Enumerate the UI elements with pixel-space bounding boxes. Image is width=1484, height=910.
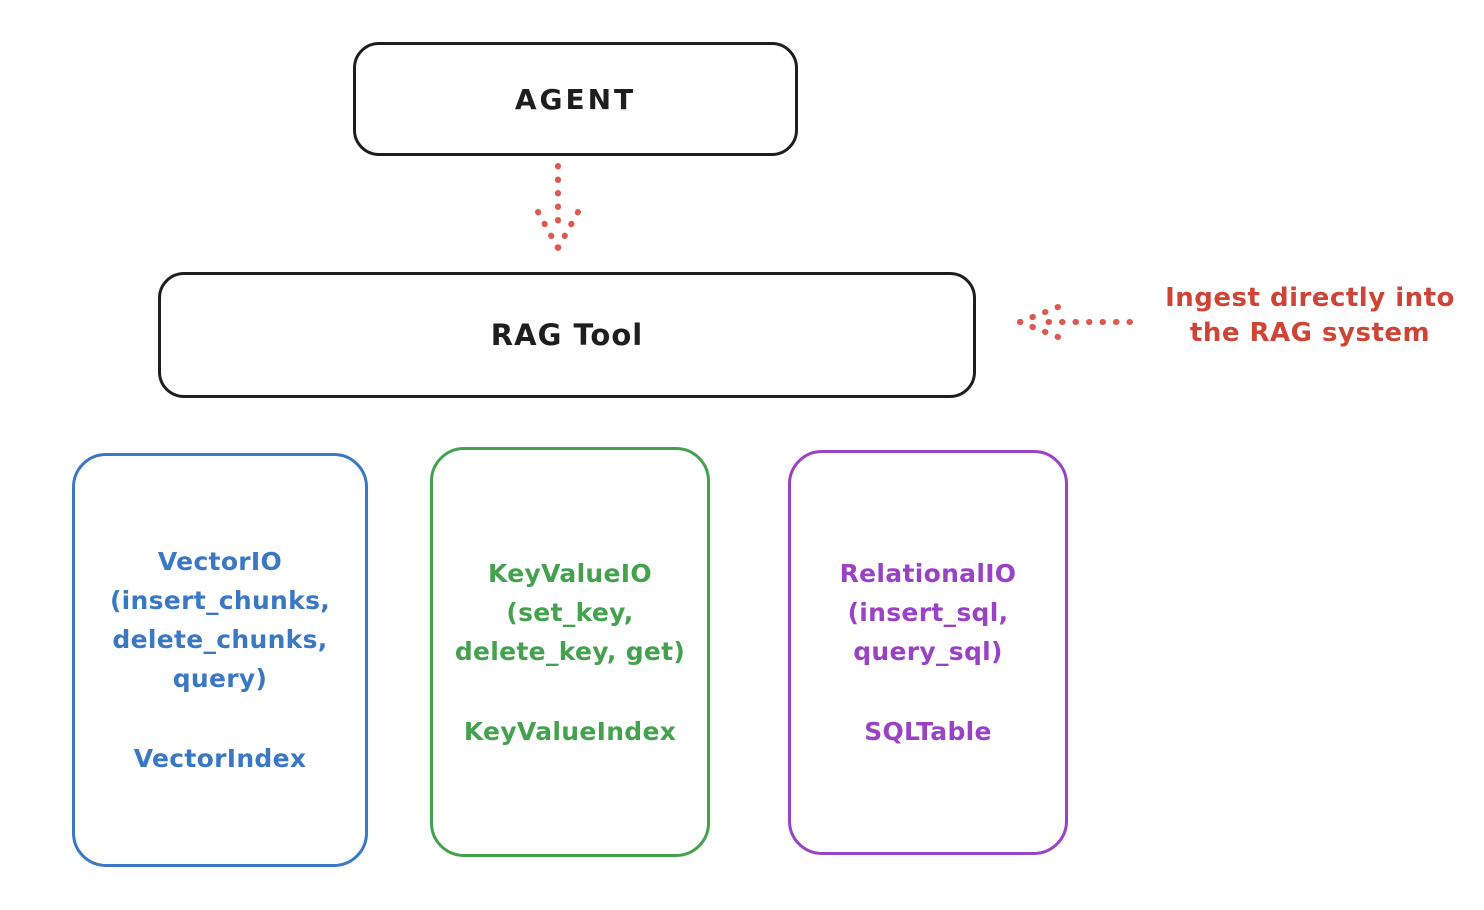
ingest-annotation-line2: the RAG system bbox=[1189, 318, 1431, 348]
agent-label: AGENT bbox=[514, 82, 637, 116]
agent-node: AGENT bbox=[353, 42, 798, 156]
keyvalue-index-label: KeyValueIndex bbox=[463, 716, 677, 746]
vector-io-label: VectorIO (insert_chunks, delete_chunks, … bbox=[109, 547, 331, 693]
vector-io-box: VectorIO (insert_chunks, delete_chunks, … bbox=[72, 453, 368, 867]
rag-tool-node: RAG Tool bbox=[158, 272, 976, 398]
ingest-annotation-line1: Ingest directly into bbox=[1165, 283, 1455, 313]
relational-io-box: RelationalIO (insert_sql, query_sql) SQL… bbox=[788, 450, 1068, 855]
keyvalue-io-box: KeyValueIO (set_key, delete_key, get) Ke… bbox=[430, 447, 710, 857]
agent-to-ragtool-arrow-icon bbox=[535, 163, 581, 251]
keyvalue-io-label: KeyValueIO (set_key, delete_key, get) bbox=[454, 558, 686, 666]
sql-table-label: SQLTable bbox=[864, 717, 992, 746]
relational-io-label: RelationalIO (insert_sql, query_sql) bbox=[839, 559, 1017, 666]
rag-tool-label: RAG Tool bbox=[490, 318, 644, 352]
vector-index-label: VectorIndex bbox=[133, 744, 307, 773]
ingest-annotation: Ingest directly into the RAG system bbox=[1136, 281, 1484, 351]
ingest-arrow-icon bbox=[1017, 304, 1133, 340]
